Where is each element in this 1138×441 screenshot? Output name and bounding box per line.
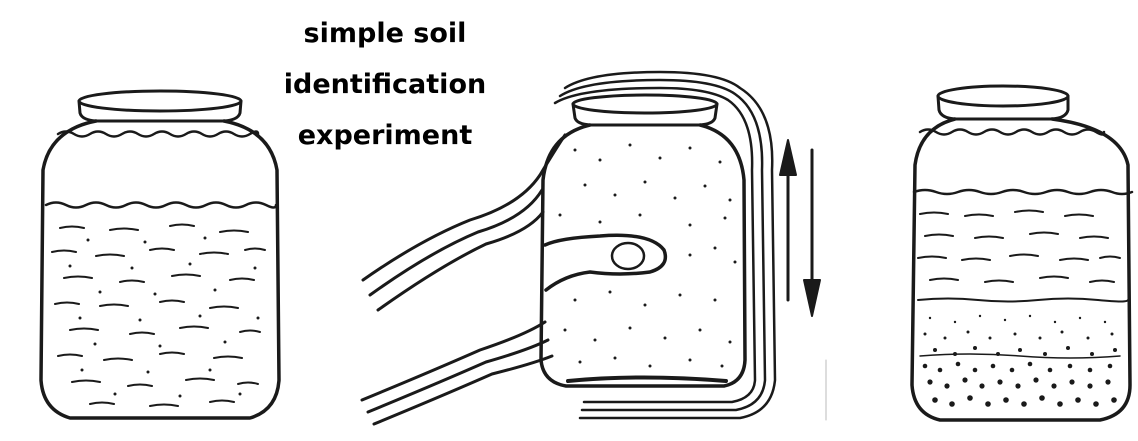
middle-hand-shaking-jar <box>362 72 820 424</box>
left-jar <box>41 91 279 418</box>
right-jar <box>912 86 1132 420</box>
